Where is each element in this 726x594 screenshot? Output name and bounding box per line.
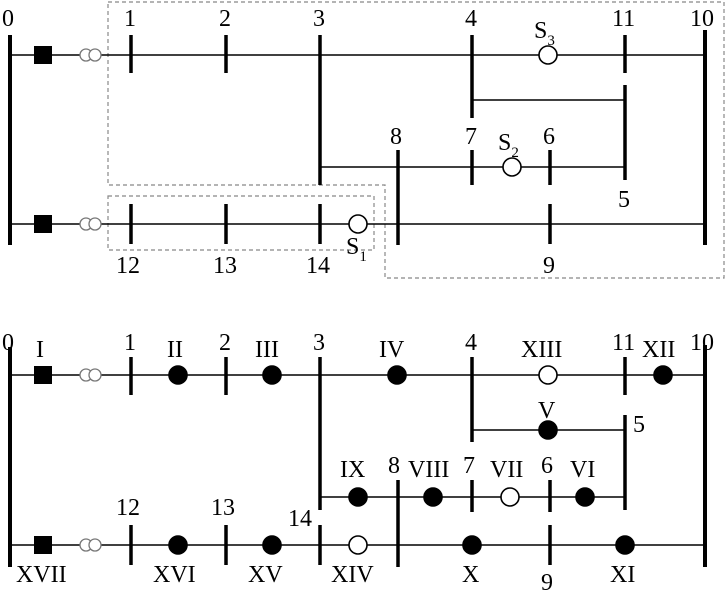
switch-s2-icon: [502, 157, 522, 177]
node-label: 9: [543, 253, 555, 279]
device-xiii-icon: [538, 365, 558, 385]
device-label: XIII: [521, 337, 562, 363]
device-label: VII: [490, 457, 523, 483]
device-label: I: [36, 337, 44, 363]
device-xii-icon: [653, 365, 673, 385]
device-label: IX: [340, 457, 365, 483]
node-label: 7: [463, 453, 475, 479]
device-ix-icon: [348, 487, 368, 507]
node-label: 0: [2, 6, 14, 32]
node-label: 1: [124, 330, 136, 356]
device-label: III: [255, 337, 279, 363]
switch-s3-icon: [538, 45, 558, 65]
bottom-diagram: 0 1 2 3 4 11 10 5 8 7 6 12 13 14 9 I II …: [2, 330, 714, 594]
device-xvi-icon: [168, 535, 188, 555]
device-label: XVI: [153, 562, 196, 588]
node-label: 12: [116, 253, 140, 279]
node-label: 3: [313, 330, 325, 356]
device-iv-icon: [387, 365, 407, 385]
transformer-icon: [79, 48, 102, 62]
node-label: 8: [388, 453, 400, 479]
node-label: 14: [288, 506, 312, 532]
breaker-icon: [34, 46, 52, 64]
top-diagram: 0 1 2 3 4 11 10 8 7 6 5 12 13 14 9 S3 S2…: [2, 1, 725, 279]
node-label: 13: [213, 253, 237, 279]
node-label: 2: [219, 330, 231, 356]
breaker-icon: [34, 366, 52, 384]
node-label: 10: [690, 330, 714, 356]
transformer-icon: [79, 217, 102, 231]
node-label: 0: [2, 330, 14, 356]
node-label: 11: [612, 330, 635, 356]
device-xv-icon: [262, 535, 282, 555]
bottom-lines: [8, 345, 707, 567]
top-node-labels: 0 1 2 3 4 11 10 8 7 6 5 12 13 14 9: [2, 6, 714, 279]
node-label: 14: [306, 253, 330, 279]
node-label: 5: [633, 412, 645, 438]
node-label: 11: [612, 6, 635, 32]
node-label: 12: [116, 495, 140, 521]
switch-s1-icon: [348, 214, 368, 234]
zone-boundary-small: [107, 195, 375, 251]
node-label: 10: [690, 6, 714, 32]
breaker-icon: [34, 536, 52, 554]
device-label: XIV: [331, 562, 374, 588]
device-label: XII: [642, 337, 675, 363]
device-label: VIII: [408, 457, 449, 483]
device-label: II: [167, 337, 183, 363]
node-label: 3: [313, 6, 325, 32]
device-x-icon: [462, 535, 482, 555]
node-label: 6: [543, 124, 555, 150]
node-label: 5: [618, 187, 630, 213]
node-label: 2: [219, 6, 231, 32]
bottom-node-labels: 0 1 2 3 4 11 10 5 8 7 6 12 13 14 9: [2, 330, 714, 594]
device-label: V: [538, 398, 556, 424]
node-label: 1: [124, 6, 136, 32]
device-iii-icon: [262, 365, 282, 385]
node-label: 4: [465, 6, 477, 32]
device-viii-icon: [423, 487, 443, 507]
breaker-icon: [34, 215, 52, 233]
device-label: IV: [379, 337, 405, 363]
device-v-icon: [538, 420, 558, 440]
transformer-icon: [79, 368, 102, 382]
device-vi-icon: [575, 487, 595, 507]
switch-label-s3: S3: [534, 18, 555, 49]
zone-boundary-large: [107, 1, 725, 279]
device-ii-icon: [168, 365, 188, 385]
top-lines: [8, 30, 707, 245]
node-label: 7: [465, 124, 477, 150]
device-markers: [168, 365, 673, 555]
device-label: X: [462, 562, 479, 588]
device-label: XV: [248, 562, 283, 588]
device-xi-icon: [615, 535, 635, 555]
node-label: 6: [541, 453, 553, 479]
switch-label-s1: S1: [346, 234, 367, 265]
switch-label-s2: S2: [498, 130, 519, 161]
device-vii-icon: [500, 487, 520, 507]
node-label: 8: [390, 124, 402, 150]
device-label: XVII: [16, 562, 67, 588]
transformer-icon: [79, 538, 102, 552]
device-label: XI: [610, 562, 635, 588]
device-label: VI: [570, 457, 595, 483]
node-label: 9: [541, 570, 553, 594]
node-label: 13: [211, 495, 235, 521]
bottom-device-labels: I II III IV XIII XII V IX VIII VII VI XV…: [16, 337, 675, 588]
device-xiv-icon: [348, 535, 368, 555]
node-label: 4: [465, 330, 477, 356]
